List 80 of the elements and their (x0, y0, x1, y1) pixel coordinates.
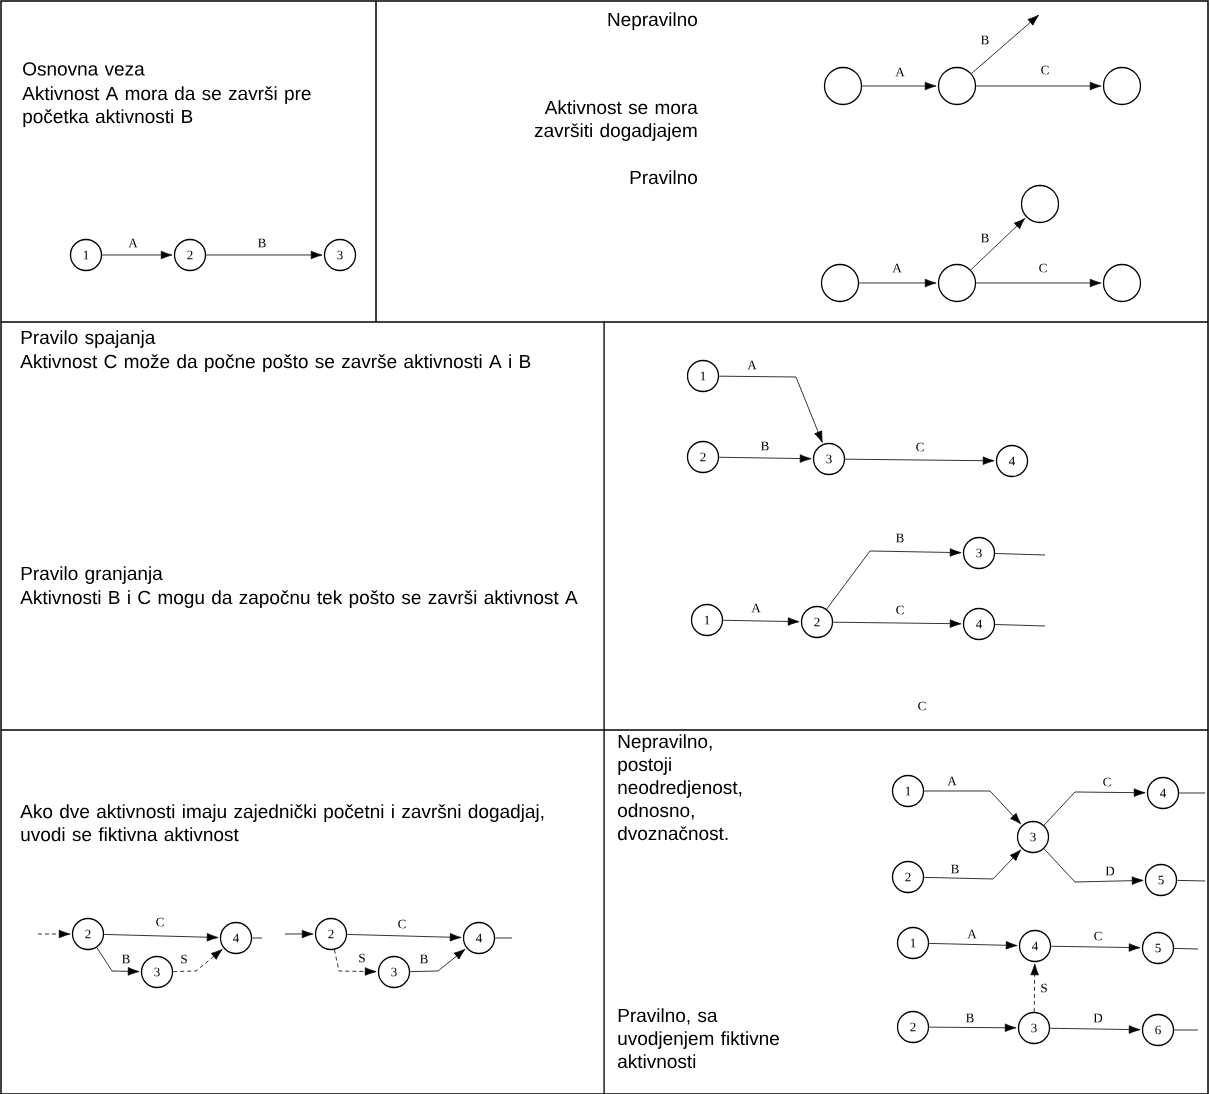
arrow (975, 278, 1102, 288)
edge-label: A (894, 66, 906, 78)
cell-text: Ako dve aktivnosti imaju zajednički početni i završni dogadjaj, uvodi se fiktivna aktivnost (20, 804, 544, 842)
arrow (205, 250, 323, 260)
edge-label: B (964, 1012, 976, 1024)
cell-text: Pravilno (630, 170, 697, 185)
arrow (1043, 848, 1144, 885)
arrow (975, 81, 1102, 91)
cell-text: Aktivnost A mora da se završi pre početka aktivnosti B (22, 86, 311, 127)
cell-text: Aktivnosti B i C mogu da započnu tek pošto se završi aktivnost A (20, 590, 578, 608)
event-circle (937, 263, 977, 303)
edge-label: C (1037, 262, 1049, 274)
edge-label: B (949, 863, 961, 875)
stray-letter: C (918, 701, 926, 711)
edge-label: S (179, 953, 189, 965)
arrow (928, 1023, 1017, 1032)
arrow (346, 933, 462, 942)
event-circle (1102, 263, 1142, 303)
arrow (1049, 1025, 1141, 1034)
cell-text: Pravilo granjanja (21, 566, 163, 584)
arrow (826, 548, 962, 610)
arrow (928, 941, 1018, 950)
cell-text: Aktivnost se mora završiti dogadjajem (534, 100, 698, 141)
edge-label: B (979, 232, 991, 244)
edge-label: A (750, 602, 762, 614)
edge-label: C (396, 918, 408, 930)
edge-label: S (1039, 982, 1049, 994)
edge-label: B (120, 953, 132, 965)
edge-label: A (966, 928, 978, 940)
edge-label: C (1039, 64, 1051, 76)
arrow (101, 250, 173, 260)
arrow (861, 81, 937, 91)
arrow (722, 617, 800, 626)
cell-text: Pravilo spajanja (21, 330, 156, 348)
edge-label: D (1092, 1012, 1104, 1024)
arrow (1043, 788, 1146, 826)
arrow (718, 454, 812, 463)
edge-label: A (127, 237, 139, 249)
arrow (334, 949, 377, 976)
arrow (923, 849, 1022, 880)
arrow (858, 278, 937, 288)
arrow (844, 456, 995, 465)
arrow (832, 619, 962, 628)
arrow (1050, 943, 1141, 952)
edge-label: A (891, 262, 903, 274)
cell-text: Pravilno, sa uvodjenjem fiktivne aktivnosti (618, 1008, 779, 1069)
arrow (1030, 963, 1039, 1013)
edge-label: C (1101, 776, 1113, 788)
arrow (284, 929, 314, 939)
event-circle (1020, 184, 1060, 224)
edge-label: S (357, 952, 367, 964)
edge-label: A (946, 775, 958, 787)
arrow (923, 790, 1022, 825)
edge-label: C (914, 441, 926, 453)
edge-label: D (1104, 865, 1116, 877)
event-circle (1102, 66, 1142, 106)
arrow (409, 948, 466, 973)
arrow (970, 218, 1026, 271)
cell-text: Osnovna veza (23, 62, 145, 76)
edge-label: B (759, 440, 771, 452)
arrow (971, 14, 1040, 74)
arrow (37, 929, 71, 939)
cell-text: Nepravilno, postoji neodredjenost, odnosno, dvoznačnost. (618, 734, 742, 841)
event-circle (823, 66, 863, 106)
edge-label: C (894, 604, 906, 616)
edge-label: B (979, 34, 991, 46)
arrow (172, 949, 223, 972)
arrow (718, 375, 823, 443)
edge-label: C (154, 916, 166, 928)
arrow (96, 947, 140, 976)
event-circle (937, 66, 977, 106)
edge-label: B (894, 532, 906, 544)
cell-text: Nepravilno (608, 12, 697, 30)
cell-text: Aktivnost C može da počne pošto se završe aktivnosti A i B (20, 354, 531, 372)
event-circle (820, 263, 860, 303)
edge-label: C (1092, 930, 1104, 942)
edge-label: A (746, 359, 758, 371)
edge-label: B (418, 953, 430, 965)
arrow (103, 933, 219, 942)
edge-label: B (256, 237, 268, 249)
